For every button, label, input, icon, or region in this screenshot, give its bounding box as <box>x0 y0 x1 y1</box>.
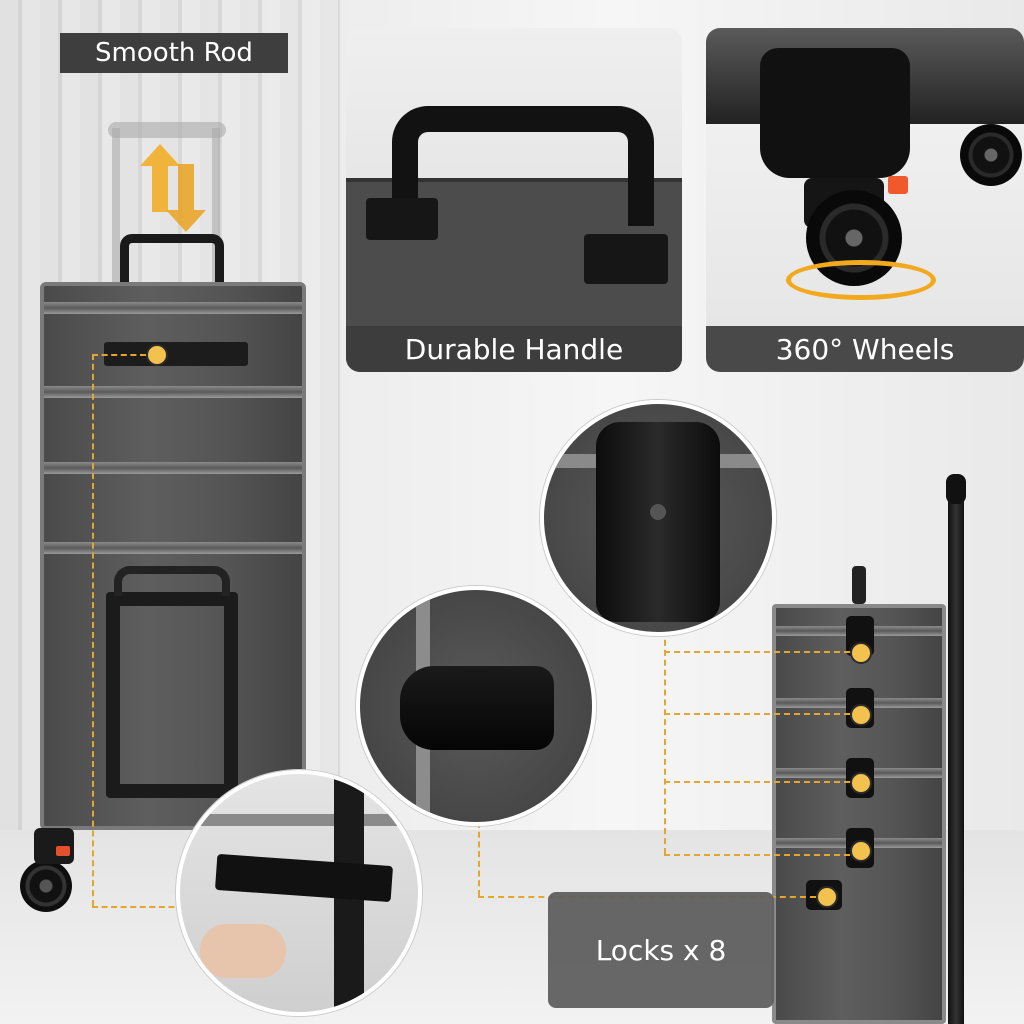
leader-line <box>664 630 666 854</box>
trolley-frame <box>106 592 238 798</box>
up-down-arrow-icon <box>140 144 206 232</box>
wheel-brake-red <box>56 846 70 856</box>
closeup-hand <box>200 924 286 978</box>
lock-marker-dot <box>850 642 872 664</box>
durable-handle-panel: Durable Handle <box>346 28 682 372</box>
locks-label: Locks x 8 <box>548 892 774 1008</box>
lock-marker-dot <box>850 840 872 862</box>
latch-closeup-circle <box>540 400 776 636</box>
latch-keyhole <box>650 504 666 520</box>
left-case-rail <box>44 542 302 554</box>
leader-line <box>92 906 184 908</box>
left-case-top-handle <box>120 234 224 282</box>
left-case-wheel <box>20 860 72 912</box>
wheels-panel: 360° Wheels <box>706 28 1024 372</box>
left-case-rail <box>44 302 302 314</box>
left-case-rail <box>44 386 302 398</box>
leader-line <box>664 651 850 653</box>
leader-line <box>664 854 850 856</box>
left-case-body <box>40 282 306 830</box>
clasp-body <box>400 666 554 750</box>
leader-line <box>664 713 850 715</box>
handle-base-right <box>584 234 668 284</box>
lock-marker-dot <box>850 704 872 726</box>
handle-base-left <box>366 198 438 240</box>
clasp-closeup-circle <box>356 586 596 826</box>
right-trolley-rod <box>948 482 964 1024</box>
smooth-rod-label: Smooth Rod <box>60 33 288 73</box>
closeup-case-rail <box>180 814 418 826</box>
corner-bracket <box>760 48 910 178</box>
left-case-rail <box>44 462 302 474</box>
rod-top-handle-ghost <box>108 122 226 138</box>
closeup-strap <box>214 853 394 903</box>
leader-line <box>92 354 146 356</box>
durable-handle-label: Durable Handle <box>346 326 682 372</box>
leader-line <box>92 354 94 906</box>
leader-line <box>664 781 850 783</box>
right-case-top-handle <box>852 566 866 604</box>
leader-line <box>478 822 480 896</box>
right-case-body <box>772 604 946 1024</box>
trolley-grip <box>114 566 230 596</box>
lock-marker-dot <box>850 772 872 794</box>
rotation-arrow <box>786 260 936 300</box>
strap-marker-dot <box>146 344 168 366</box>
velcro-strap-closeup-circle <box>176 770 422 1016</box>
latch-body <box>596 422 720 622</box>
back-wheel <box>960 124 1022 186</box>
right-trolley-rod-top <box>946 474 966 504</box>
wheels-label: 360° Wheels <box>706 326 1024 372</box>
brake-lever-orange <box>888 176 908 194</box>
lock-marker-dot <box>816 886 838 908</box>
